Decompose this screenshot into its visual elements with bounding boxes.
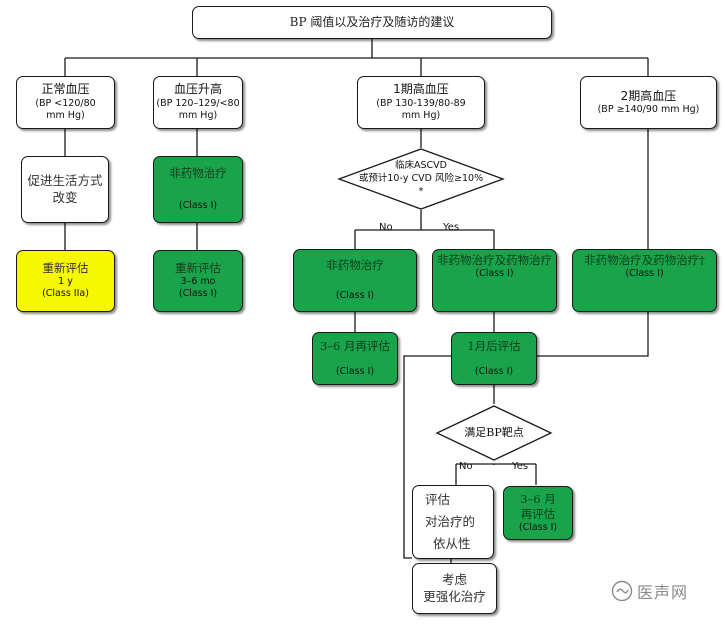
ascvd-decision-diamond <box>337 148 505 210</box>
category-title: 正常血压 <box>41 82 90 97</box>
therapy-label: 非药物治疗 <box>169 166 227 181</box>
intensify-line1: 考虑 <box>441 572 467 588</box>
lifestyle-line2: 改变 <box>52 189 78 205</box>
category-unit: mm Hg) <box>46 110 85 122</box>
category-normal-bp: 正常血压 (BP <120/80 mm Hg) <box>16 76 115 129</box>
class-label: (Class I) <box>335 365 375 377</box>
nonpharm-therapy-no-branch-box: 非药物治疗 (Class I) <box>293 249 417 312</box>
category-unit: mm Hg) <box>178 110 218 122</box>
combined-therapy-yes-branch-box: 非药物治疗及药物治疗 (Class I) <box>432 249 557 312</box>
evaluate-line3: 依从性 <box>433 536 471 552</box>
category-range: (BP ≥140/90 mm Hg) <box>597 104 700 116</box>
bp-goal-decision-diamond <box>435 405 553 461</box>
reassess-line1: 3–6 月 <box>520 491 556 506</box>
class-label: (Class I) <box>474 365 514 377</box>
lifestyle-change-box: 促进生活方式 改变 <box>21 156 109 223</box>
class-label: (Class I) <box>178 288 218 300</box>
reassess-1-month-box: 1月后评估 (Class I) <box>451 332 537 385</box>
intensify-therapy-box: 考虑 更强化治疗 <box>412 563 497 614</box>
category-range: (BP 130-139/80-89 <box>376 97 466 109</box>
wechat-logo-icon <box>611 580 633 602</box>
edge-label-no: No <box>459 461 473 472</box>
category-range: (BP 120–129/<80 <box>156 97 240 109</box>
therapy-label: 非药物治疗 <box>326 258 384 273</box>
combined-therapy-stage2-box: 非药物治疗及药物治疗† (Class I) <box>572 249 717 312</box>
edge-label-yes: Yes <box>512 461 529 472</box>
evaluate-adherence-box: 评估 对治疗的 依从性 <box>412 485 494 559</box>
category-stage2-hypertension: 2期高血压 (BP ≥140/90 mm Hg) <box>580 76 717 129</box>
class-label: (Class I) <box>625 267 664 279</box>
category-title: 2期高血压 <box>620 88 677 103</box>
category-range: (BP <120/80 <box>35 97 96 109</box>
evaluate-line2: 对治疗的 <box>425 513 476 529</box>
connector <box>537 312 649 357</box>
category-title: 血压升高 <box>173 82 222 97</box>
evaluate-line1: 评估 <box>425 491 451 507</box>
class-label: (Class I) <box>475 267 514 279</box>
lifestyle-line1: 促进生活方式 <box>27 173 103 189</box>
category-title: 1期高血压 <box>393 82 449 97</box>
watermark: 医声网 <box>611 579 688 603</box>
class-label: (Class I) <box>178 200 218 212</box>
reassess-time: 1 y <box>58 276 73 288</box>
reassess-label: 1月后评估 <box>467 338 521 353</box>
reassess-3-6-month-goal-box: 3–6 月 再评估 (Class I) <box>503 486 573 540</box>
therapy-label: 非药物治疗及药物治疗† <box>584 253 705 267</box>
reassess-label: 3–6 月再评估 <box>319 338 391 353</box>
reassess-3-6mo-box: 重新评估 3–6 mo (Class I) <box>153 250 243 312</box>
ascvd-decision-text: 临床ASCVD 或预计10-y CVD 风险≥10% * <box>345 160 497 198</box>
therapy-label: 非药物治疗及药物治疗 <box>437 253 552 267</box>
category-stage1-hypertension: 1期高血压 (BP 130-139/80-89 mm Hg) <box>357 76 485 129</box>
reassess-3-6-month-box: 3–6 月再评估 (Class I) <box>312 332 398 385</box>
reassess-line2: 再评估 <box>520 506 556 521</box>
class-label: (Class I) <box>518 521 558 533</box>
flowchart-title-box: BP 阈值以及治疗及随访的建议 <box>192 6 552 39</box>
class-label: (Class IIa) <box>42 288 89 300</box>
category-elevated-bp: 血压升高 (BP 120–129/<80 mm Hg) <box>153 76 243 129</box>
class-label: (Class I) <box>335 290 375 302</box>
reassess-time: 3–6 mo <box>180 276 216 288</box>
category-unit: mm Hg) <box>401 110 441 122</box>
ascvd-line3: * <box>418 185 424 197</box>
reassess-1y-box: 重新评估 1 y (Class IIa) <box>16 250 115 312</box>
intensify-line2: 更强化治疗 <box>423 588 486 604</box>
edge-label-yes: Yes <box>443 222 460 233</box>
edge-label-no: No <box>379 222 393 233</box>
watermark-text: 医声网 <box>637 583 689 602</box>
flowchart-title: BP 阈值以及治疗及随访的建议 <box>289 14 455 29</box>
ascvd-line1: 临床ASCVD <box>395 160 447 171</box>
nonpharm-therapy-box: 非药物治疗 (Class I) <box>153 156 243 223</box>
reassess-label: 重新评估 <box>175 261 221 276</box>
reassess-label: 重新评估 <box>42 261 89 276</box>
bp-goal-decision-text: 满足BP靶点 <box>464 426 524 439</box>
connector <box>403 355 451 559</box>
ascvd-line2: 或预计10-y CVD 风险≥10% <box>358 172 484 184</box>
